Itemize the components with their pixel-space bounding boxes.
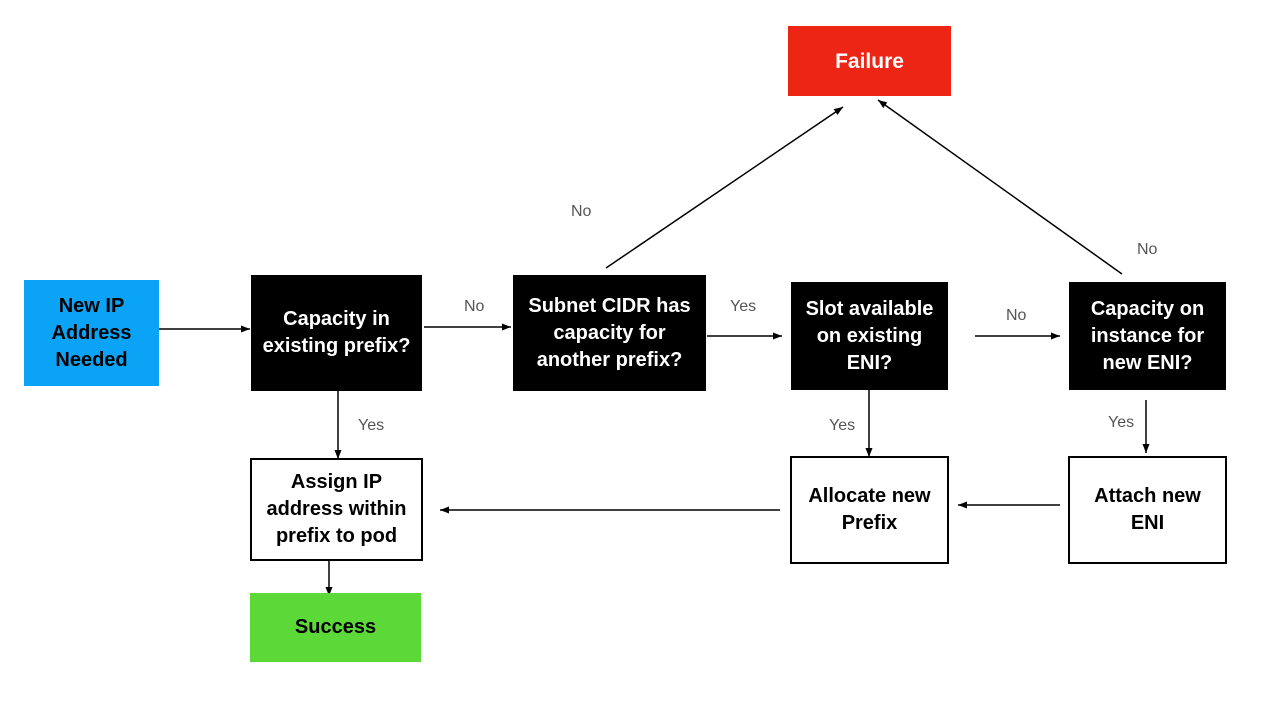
new-ip-line-2: Address — [51, 321, 132, 344]
attach-eni-line-1: Attach new — [1094, 485, 1201, 507]
edge-label-instance-yes: Yes — [1108, 414, 1135, 431]
assign-ip-line-2: address within — [266, 498, 407, 520]
attach-eni-line-2: ENI — [1130, 512, 1165, 534]
edge-label-subnet-no: No — [571, 203, 592, 220]
slot-available-line-3: ENI? — [846, 351, 893, 374]
allocate-new-prefix-node: Allocate new Prefix — [790, 456, 949, 564]
slot-available-line-2: on existing — [816, 324, 923, 347]
capacity-on-instance-node: Capacity on instance for new ENI? — [1069, 282, 1226, 390]
edge-label-instance-no: No — [1137, 241, 1158, 258]
success-node: Success — [250, 593, 421, 662]
capacity-instance-line-2: instance for — [1090, 324, 1205, 347]
assign-ip-line-3: prefix to pod — [275, 525, 398, 547]
capacity-prefix-line-1: Capacity in — [283, 308, 390, 330]
edge-subnet-no-to-failure — [605, 106, 844, 269]
slot-available-line-1: Slot available — [805, 297, 934, 320]
success-label: Success — [294, 616, 377, 638]
capacity-instance-line-1: Capacity on — [1090, 297, 1205, 320]
allocate-prefix-line-2: Prefix — [841, 512, 898, 534]
edge-label-prefix-no: No — [464, 298, 485, 315]
capacity-instance-line-3: new ENI? — [1102, 351, 1193, 374]
new-ip-address-needed-node: New IP Address Needed — [24, 280, 159, 386]
subnet-cidr-line-1: Subnet CIDR has — [528, 294, 691, 317]
edge-label-subnet-yes: Yes — [730, 298, 757, 315]
edge-instance-no-to-failure — [877, 99, 1123, 275]
slot-available-eni-node: Slot available on existing ENI? — [791, 282, 948, 390]
new-ip-line-3: Needed — [55, 348, 128, 371]
subnet-cidr-capacity-node: Subnet CIDR has capacity for another pre… — [513, 275, 706, 391]
failure-node: Failure — [788, 26, 951, 96]
allocate-prefix-line-1: Allocate new — [808, 485, 931, 507]
new-ip-line-1: New IP — [58, 294, 125, 317]
edge-label-slot-yes: Yes — [829, 417, 856, 434]
edge-label-prefix-yes: Yes — [358, 417, 385, 434]
capacity-in-existing-prefix-node: Capacity in existing prefix? — [251, 275, 422, 391]
assign-ip-line-1: Assign IP — [290, 471, 383, 493]
subnet-cidr-line-2: capacity for — [553, 321, 666, 344]
capacity-prefix-line-2: existing prefix? — [262, 335, 411, 357]
attach-new-eni-node: Attach new ENI — [1068, 456, 1227, 564]
assign-ip-address-node: Assign IP address within prefix to pod — [250, 458, 423, 561]
edge-label-slot-no: No — [1006, 307, 1027, 324]
subnet-cidr-line-3: another prefix? — [536, 348, 683, 371]
failure-label: Failure — [835, 49, 904, 73]
